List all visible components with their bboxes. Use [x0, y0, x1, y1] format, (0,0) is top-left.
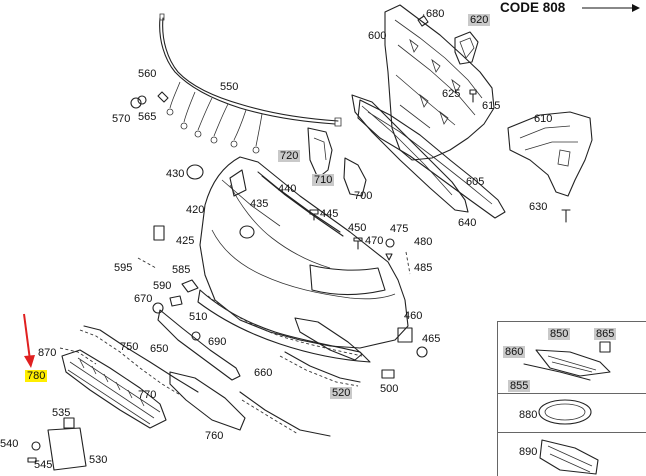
part-label-670: 670 [134, 293, 153, 305]
crossmember [357, 99, 506, 219]
part-label-500: 500 [380, 383, 399, 395]
part-label-420: 420 [186, 204, 205, 216]
inset-divider [497, 432, 646, 433]
part-label-770: 770 [138, 389, 157, 401]
part-label-550: 550 [220, 81, 239, 93]
bumper-cover [199, 156, 409, 361]
part-label-585: 585 [172, 264, 191, 276]
part-label-860: 860 [503, 346, 526, 358]
part-label-615: 615 [482, 100, 501, 112]
part-label-780: 780 [25, 370, 48, 382]
part-label-690: 690 [208, 336, 227, 348]
part-label-475: 475 [390, 223, 409, 235]
code-label: CODE 808 [500, 0, 566, 15]
part-label-570: 570 [112, 113, 131, 125]
part-label-680: 680 [426, 8, 445, 20]
part-label-425: 425 [176, 235, 195, 247]
part-label-460: 460 [404, 310, 423, 322]
part-label-625: 625 [442, 88, 461, 100]
lower-grille [61, 349, 167, 429]
part-label-640: 640 [458, 217, 477, 229]
part-label-470: 470 [365, 235, 384, 247]
part-label-535: 535 [52, 407, 71, 419]
radiator-support [384, 4, 495, 161]
part-label-750: 750 [120, 341, 139, 353]
part-label-430: 430 [166, 168, 185, 180]
part-label-660: 660 [254, 367, 273, 379]
part-label-600: 600 [368, 30, 387, 42]
part-label-520: 520 [330, 387, 353, 399]
wiring-harness [159, 13, 342, 154]
inset-panel [497, 321, 646, 476]
part-label-450: 450 [348, 222, 367, 234]
part-label-630: 630 [529, 201, 548, 213]
part-label-510: 510 [189, 311, 208, 323]
part-label-720: 720 [278, 150, 301, 162]
part-label-880: 880 [519, 409, 538, 421]
part-label-710: 710 [312, 174, 335, 186]
part-label-865: 865 [594, 328, 617, 340]
part-label-610: 610 [534, 113, 553, 125]
part-label-590: 590 [153, 280, 172, 292]
inset-divider [497, 393, 646, 394]
part-label-605: 605 [466, 176, 485, 188]
part-label-560: 560 [138, 68, 157, 80]
part-label-850: 850 [548, 328, 571, 340]
part-label-855: 855 [508, 380, 531, 392]
part-label-620: 620 [468, 14, 491, 26]
part-label-440: 440 [278, 183, 297, 195]
part-label-485: 485 [414, 262, 433, 274]
part-label-595: 595 [114, 262, 133, 274]
part-label-465: 465 [422, 333, 441, 345]
part-label-870: 870 [38, 347, 57, 359]
part-label-480: 480 [414, 236, 433, 248]
part-label-700: 700 [354, 190, 373, 202]
part-label-530: 530 [89, 454, 108, 466]
part-label-650: 650 [150, 343, 169, 355]
part-label-445: 445 [320, 208, 339, 220]
part-label-890: 890 [519, 446, 538, 458]
part-label-435: 435 [250, 198, 269, 210]
part-label-545: 545 [34, 459, 53, 471]
part-label-565: 565 [138, 111, 157, 123]
part-label-540: 540 [0, 438, 19, 450]
part-label-760: 760 [205, 430, 224, 442]
